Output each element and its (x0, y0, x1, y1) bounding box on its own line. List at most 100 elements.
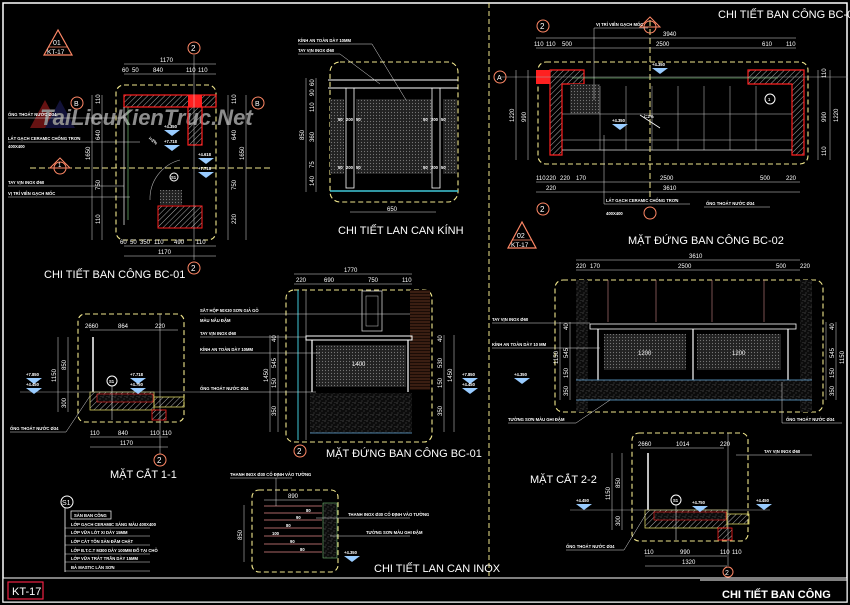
detail-tag-02: 02 KT-17 (506, 220, 538, 249)
grid-bubble-2-bc02-bottom: 2 (536, 202, 550, 216)
svg-text:+4.350: +4.350 (164, 124, 178, 129)
svg-text:90: 90 (290, 539, 295, 544)
s22-dims-bottom: 110 990 110 110 1320 (644, 550, 742, 567)
svg-text:1450: 1450 (448, 368, 454, 382)
bc01-levels: +4.350 +7.718 +4.618 +7.718 i=2% S1 (148, 124, 214, 182)
svg-text:+4.750: +4.750 (692, 500, 706, 505)
svg-text:220: 220 (296, 278, 307, 284)
svg-text:1450: 1450 (264, 368, 270, 382)
svg-text:+4.350: +4.350 (612, 118, 626, 123)
sheet-code-box (7, 581, 44, 600)
svg-text:2: 2 (191, 44, 196, 53)
svg-text:ỐNG THOÁT NƯỚC Ø34: ỐNG THOÁT NƯỚC Ø34 (786, 417, 835, 422)
svg-text:50: 50 (423, 117, 428, 122)
watermark-text: TaiLieuKienTruc.Net (40, 105, 254, 130)
svg-text:220: 220 (232, 213, 238, 224)
svg-text:1220: 1220 (834, 108, 840, 122)
svg-text:2660: 2660 (85, 324, 99, 330)
svg-text:640: 640 (232, 129, 238, 140)
svg-text:2500: 2500 (660, 176, 674, 182)
svg-text:1170: 1170 (158, 250, 172, 256)
svg-text:VỊ TRÍ VIÊN GẠCH MỐC: VỊ TRÍ VIÊN GẠCH MỐC (596, 22, 643, 27)
svg-text:TƯỜNG SƠN MÀU GHI ĐẬM: TƯỜNG SƠN MÀU GHI ĐẬM (508, 417, 565, 422)
bc01-elev-notes: SẮT HỘP 50X30 SƠN GIẢ GỖ MÀU NÂU ĐẬM TAY… (200, 308, 410, 393)
title-strip (2, 577, 848, 603)
view-bc01-plan: 01 KT-17 2 2 B B (8, 28, 270, 281)
svg-text:1650: 1650 (86, 146, 92, 160)
s11-dims-left: 1150 850 300 (52, 337, 69, 412)
svg-text:1770: 1770 (344, 268, 358, 274)
svg-text:840: 840 (118, 431, 129, 437)
svg-text:750: 750 (232, 179, 238, 190)
svg-text:100: 100 (272, 531, 280, 536)
svg-text:2: 2 (191, 264, 196, 273)
svg-text:80: 80 (306, 508, 311, 513)
svg-text:170: 170 (576, 176, 587, 182)
svg-text:110: 110 (536, 176, 546, 182)
floor-layer: LỚP B.T.C.T M300 DÀY 100MM ĐỔ TẠI CHỖ (71, 548, 158, 553)
svg-text:640: 640 (96, 129, 102, 140)
svg-text:110: 110 (186, 68, 196, 74)
svg-text:220: 220 (786, 176, 797, 182)
svg-text:90: 90 (310, 89, 316, 96)
grid-bubble-b-left: B (70, 96, 84, 110)
svg-text:1150: 1150 (554, 350, 560, 364)
svg-text:350: 350 (272, 405, 278, 416)
svg-text:50: 50 (356, 165, 361, 170)
svg-text:+7.718: +7.718 (164, 139, 178, 144)
bc02-elev-level: +4.350 (514, 372, 528, 377)
svg-text:400X400: 400X400 (606, 211, 623, 216)
bc02-dims-bottom: 110 220 220 170 2500 500 220 220 3610 (536, 176, 800, 193)
inox-dim-left: 850 (238, 529, 244, 540)
inox-bars (264, 505, 322, 553)
bc01-elev-dims-right: 40 530 1450 150 350 (438, 335, 455, 432)
floor-layer: LỚP CÁT TÔN SÀN ĐẦM CHẶT (71, 539, 134, 544)
bc01-elev-grid-ref: 2 (297, 447, 302, 456)
svg-text:300: 300 (62, 397, 68, 408)
s11-levels: +7.850 +4.450 +7.718 +4.750 (26, 372, 146, 394)
svg-text:KÍNH AN TOÀN DÀY 10 MM: KÍNH AN TOÀN DÀY 10 MM (492, 342, 547, 347)
svg-text:75: 75 (310, 161, 316, 168)
svg-text:850: 850 (62, 359, 68, 370)
svg-text:SẮT HỘP 50X30 SƠN GIẢ GỖ: SẮT HỘP 50X30 SƠN GIẢ GỖ (200, 308, 259, 313)
view-railing-glass: 50 200 50 50 200 50 50 200 50 50 200 50 … (298, 38, 464, 237)
svg-text:TAY VỊN INOX Ø60: TAY VỊN INOX Ø60 (298, 48, 335, 53)
glass-notes: KÍNH AN TOÀN DÀY 10MM TAY VỊN INOX Ø60 (298, 38, 407, 101)
bc01-notes: ỐNG THOÁT NƯỚC Ø34 LÁT GẠCH CERAMIC CHỐN… (8, 112, 140, 198)
bc01-dims-top: 1170 60 50 840 110 110 (122, 58, 216, 75)
svg-text:500: 500 (760, 176, 771, 182)
svg-text:200: 200 (431, 165, 439, 170)
svg-text:200: 200 (431, 117, 439, 122)
s11-dims-bottom: 110 840 110 110 1170 (90, 431, 172, 448)
view-title-section-22: MẶT CẮT 2-2 (530, 473, 597, 486)
svg-text:1220: 1220 (510, 108, 516, 122)
svg-text:220: 220 (720, 442, 731, 448)
svg-text:1014: 1014 (676, 442, 690, 448)
svg-text:750: 750 (368, 278, 379, 284)
svg-text:200: 200 (346, 165, 354, 170)
svg-text:220: 220 (546, 176, 557, 182)
grid-bubble-b-right: B (251, 96, 265, 110)
glass-bolt-dims: 50 200 50 50 200 50 50 200 50 50 200 50 (338, 117, 446, 170)
bc02-levels: +4.350 +4.350 i=2% 1 (612, 62, 776, 130)
svg-text:500: 500 (562, 42, 573, 48)
svg-text:i=2%: i=2% (148, 136, 159, 146)
tile-grid (562, 86, 792, 150)
grid-bubble-a: A (493, 70, 507, 84)
svg-text:300: 300 (616, 515, 622, 526)
svg-text:+4.450: +4.450 (576, 498, 590, 503)
svg-text:350: 350 (830, 385, 836, 396)
s22-levels: +4.450 +4.750 +4.450 (576, 498, 772, 512)
s22-note-drain: ỐNG THOÁT NƯỚC Ø34 (566, 544, 615, 549)
svg-text:110: 110 (198, 68, 208, 74)
svg-text:360: 360 (310, 131, 316, 142)
svg-text:40: 40 (438, 335, 444, 342)
bc01-elev-levels: +7.850 +4.450 (462, 372, 478, 394)
svg-text:110: 110 (232, 94, 238, 104)
svg-text:3940: 3940 (663, 32, 677, 38)
svg-text:50: 50 (338, 117, 343, 122)
svg-text:610: 610 (762, 42, 773, 48)
bc02-dims-top: 3940 110 110 500 2500 610 110 (534, 32, 796, 49)
grid-bubble-2-top: 2 (187, 41, 201, 55)
